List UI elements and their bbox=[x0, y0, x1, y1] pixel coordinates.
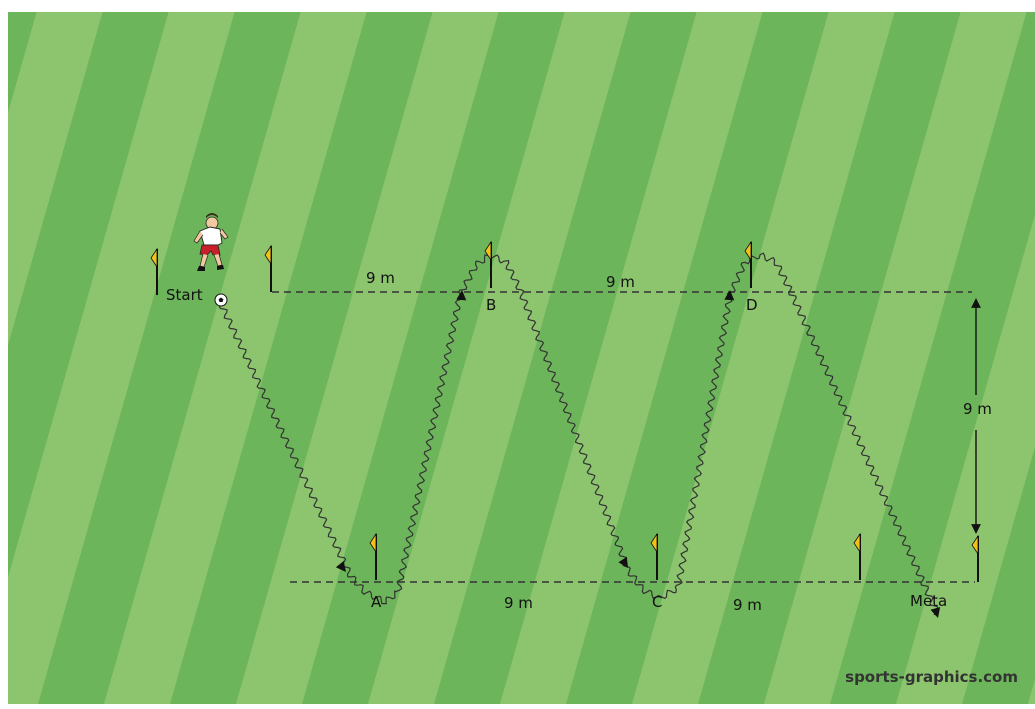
corner-flag-icon bbox=[150, 247, 158, 295]
corner-flag-icon bbox=[264, 244, 272, 292]
corner-flag-icon bbox=[650, 532, 658, 580]
grass-stripe bbox=[368, 12, 631, 704]
path-arrowhead bbox=[618, 556, 628, 568]
grass-stripe bbox=[1028, 679, 1035, 704]
corner-flag-icon bbox=[484, 240, 492, 288]
corner-flag-icon bbox=[744, 240, 752, 288]
soccer-player-icon bbox=[193, 213, 229, 271]
label-d: D bbox=[746, 296, 758, 314]
path-arrowhead bbox=[335, 561, 346, 572]
flags bbox=[150, 240, 979, 582]
path-arrowhead bbox=[456, 290, 467, 301]
corner-flag-icon bbox=[971, 534, 979, 582]
grass-stripe bbox=[8, 12, 103, 345]
soccer-ball-icon bbox=[214, 293, 228, 307]
label-b: B bbox=[486, 296, 496, 314]
distance-top-ab: 9 m bbox=[366, 269, 395, 287]
corner-flag-icon bbox=[853, 532, 861, 580]
distance-top-bd: 9 m bbox=[606, 273, 635, 291]
distance-depth: 9 m bbox=[963, 400, 992, 418]
path-arrowhead bbox=[930, 607, 941, 618]
start-label: Start bbox=[166, 286, 203, 304]
grass-stripe bbox=[764, 12, 1027, 704]
dribble-path bbox=[218, 252, 939, 616]
grass-stripe bbox=[8, 12, 235, 704]
grass-stripe bbox=[632, 12, 895, 704]
watermark: sports-graphics.com bbox=[845, 668, 1018, 686]
label-c: C bbox=[652, 593, 662, 611]
grass-stripe bbox=[500, 12, 763, 704]
grass-stripe bbox=[236, 12, 499, 704]
path-arrowhead bbox=[724, 290, 735, 301]
distance-bottom-cmeta: 9 m bbox=[733, 596, 762, 614]
dashed-lines bbox=[272, 291, 975, 583]
label-a: A bbox=[371, 593, 382, 611]
corner-flag-icon bbox=[369, 532, 377, 580]
path-arrows bbox=[335, 290, 941, 618]
grass-stripe bbox=[896, 214, 1035, 704]
finish-label: Meta bbox=[910, 592, 947, 610]
distance-bottom-ac: 9 m bbox=[504, 594, 533, 612]
grass-stripe bbox=[104, 12, 367, 704]
